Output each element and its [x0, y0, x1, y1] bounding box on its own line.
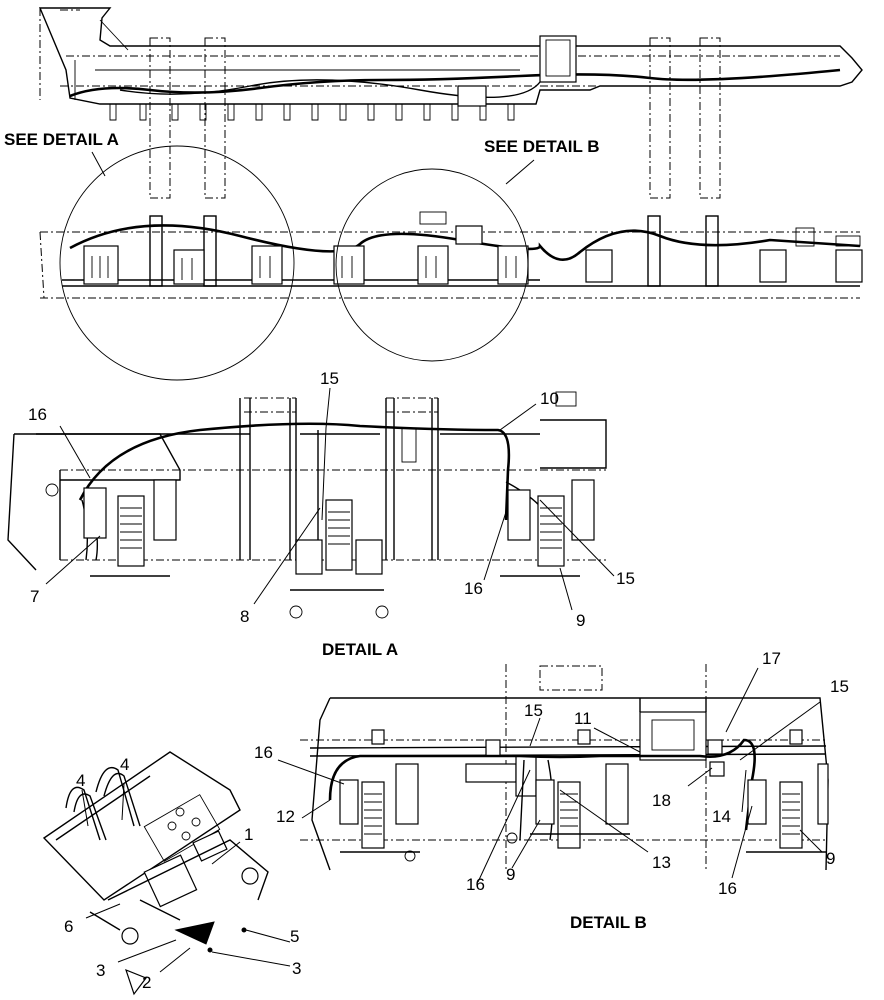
- detail-a-circle: [59, 145, 295, 381]
- callout-b-14: 14: [712, 807, 731, 826]
- callout-bracket-1: 1: [244, 825, 253, 844]
- spring-assemblies-b: [339, 763, 829, 849]
- callout-b-15-right: 15: [830, 677, 849, 696]
- detail-b-leaders: [277, 667, 823, 883]
- callout-a-15-top: 15: [320, 369, 339, 388]
- see-detail-b-label: SEE DETAIL B: [484, 137, 600, 156]
- callout-bracket-3-left: 3: [96, 961, 105, 980]
- detail-a-callouts: 16 15 10 7 8 16 15 9: [28, 369, 635, 630]
- callout-b-16-bottom-right: 16: [718, 879, 737, 898]
- callout-a-9: 9: [576, 611, 585, 630]
- detail-b-title: DETAIL B: [570, 913, 647, 932]
- callout-b-16-left: 16: [254, 743, 273, 762]
- callout-a-8: 8: [240, 607, 249, 626]
- callout-bracket-5: 5: [290, 927, 299, 946]
- spring-assemblies-a: [83, 479, 595, 575]
- callout-bracket-3-right: 3: [292, 959, 301, 978]
- detail-b-circle: [335, 168, 529, 362]
- top-frame-view: [38, 7, 863, 199]
- callout-b-11: 11: [574, 709, 592, 728]
- bracket-callouts: 4 4 1 6 5 3 2 3: [64, 755, 301, 992]
- see-detail-a-label: SEE DETAIL A: [4, 130, 119, 149]
- callout-a-16-bottom: 16: [464, 579, 483, 598]
- bracket-assembly-view: [42, 751, 269, 996]
- detail-b-drawing: [300, 664, 829, 871]
- detail-a-title: DETAIL A: [322, 640, 398, 659]
- callout-b-12: 12: [276, 807, 295, 826]
- callout-a-10: 10: [540, 389, 559, 408]
- bracket-leaders: [81, 783, 291, 973]
- callout-a-7: 7: [30, 587, 39, 606]
- callout-a-15-right: 15: [616, 569, 635, 588]
- callout-bracket-2: 2: [142, 973, 151, 992]
- callout-bracket-4-left: 4: [76, 771, 85, 790]
- callout-b-9-left: 9: [506, 865, 515, 884]
- side-frame-view: [39, 211, 863, 299]
- detail-b-callouts: 17 15 11 15 16 12 18 14 16 9 13 9 16: [254, 649, 849, 898]
- detail-a-leaders: [45, 387, 615, 611]
- callout-b-17: 17: [762, 649, 781, 668]
- callout-b-9-right: 9: [826, 849, 835, 868]
- callout-bracket-6: 6: [64, 917, 73, 936]
- callout-b-16-bottom-left: 16: [466, 875, 485, 894]
- callout-bracket-4-right: 4: [120, 755, 129, 774]
- callout-a-16-top: 16: [28, 405, 47, 424]
- callout-b-13: 13: [652, 853, 671, 872]
- callout-b-18: 18: [652, 791, 671, 810]
- detail-a-drawing: [7, 391, 607, 619]
- callout-b-15-left: 15: [524, 701, 543, 720]
- tine-assembly-row: [83, 245, 863, 285]
